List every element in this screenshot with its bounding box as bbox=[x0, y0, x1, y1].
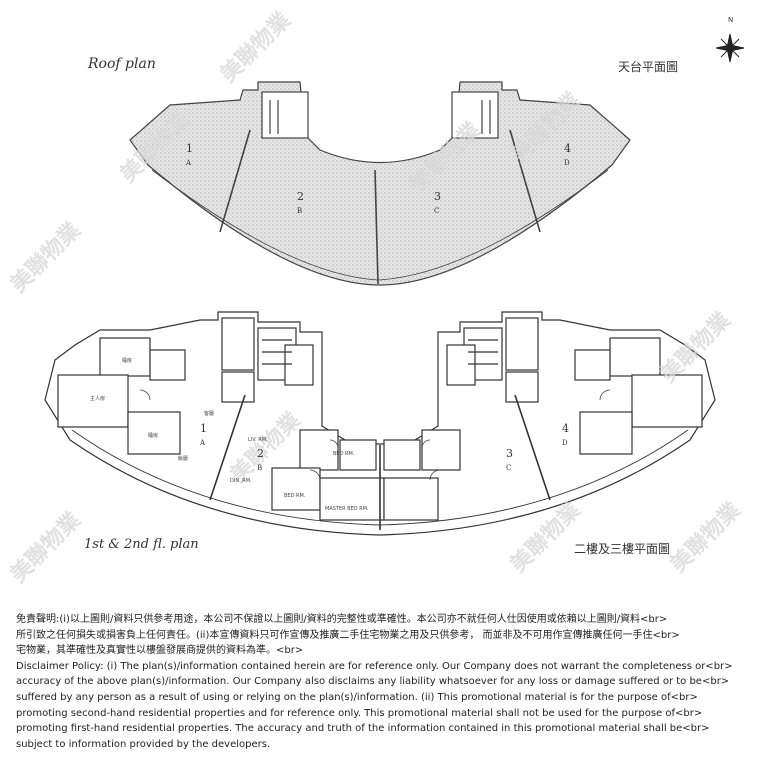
room-dining-zh: 飯廳 bbox=[178, 456, 189, 462]
disclaimer-line: accuracy of the above plan(s)/informatio… bbox=[16, 676, 730, 688]
disclaimer-line: promoting second-hand residential proper… bbox=[16, 707, 703, 719]
floor-plan bbox=[44, 311, 716, 536]
room-bed-2: BED RM. bbox=[284, 493, 306, 499]
room-bed-zh-1: 睡房 bbox=[122, 358, 133, 364]
roof-core-left bbox=[261, 91, 309, 139]
roof-plan-title: Roof plan bbox=[88, 56, 156, 72]
disclaimer-line: 所引致之任何損失或損害負上任何責任。(ii)本宣傳資料只可作宣傳及推廣二手住宅物… bbox=[16, 629, 680, 641]
room-bed-zh-2: 睡房 bbox=[148, 433, 159, 439]
compass-rose bbox=[715, 33, 745, 63]
room-living: LIV. RM. bbox=[248, 437, 268, 443]
room-master-bed: MASTER BED RM. bbox=[325, 506, 369, 512]
disclaimer-line: subject to information provided by the d… bbox=[16, 738, 271, 750]
disclaimer-line: 宅物業，其準確性及真實性以樓盤發展商提供的資料為準。<br> bbox=[16, 645, 304, 657]
disclaimer-line: suffered by any person as a result of us… bbox=[16, 691, 698, 703]
disclaimer-text: 免責聲明:(i)以上圖則/資料只供參考用途，本公司不保證以上圖則/資料的完整性或… bbox=[16, 612, 751, 752]
floor-plan-title-zh: 二樓及三樓平面圖 bbox=[574, 542, 671, 556]
room-living-zh: 客廳 bbox=[204, 411, 215, 417]
room-bed-1: BED RM. bbox=[333, 451, 355, 457]
floor-plan-title: 1st & 2nd fl. plan bbox=[84, 537, 199, 552]
roof-plan-title-zh: 天台平面圖 bbox=[618, 60, 679, 74]
disclaimer-line: 免責聲明:(i)以上圖則/資料只供參考用途，本公司不保證以上圖則/資料的完整性或… bbox=[16, 614, 668, 625]
disclaimer-line: promoting first-hand residential propert… bbox=[16, 723, 710, 735]
floor-plan-drawing bbox=[44, 33, 745, 536]
room-master-zh: 主人房 bbox=[90, 396, 106, 402]
roof-plan bbox=[129, 81, 631, 286]
disclaimer-line: Disclaimer Policy: (i) The plan(s)/infor… bbox=[16, 660, 733, 672]
roof-band bbox=[129, 81, 631, 286]
north-label: N bbox=[728, 16, 734, 24]
room-dining: DIN. RM. bbox=[230, 478, 252, 484]
